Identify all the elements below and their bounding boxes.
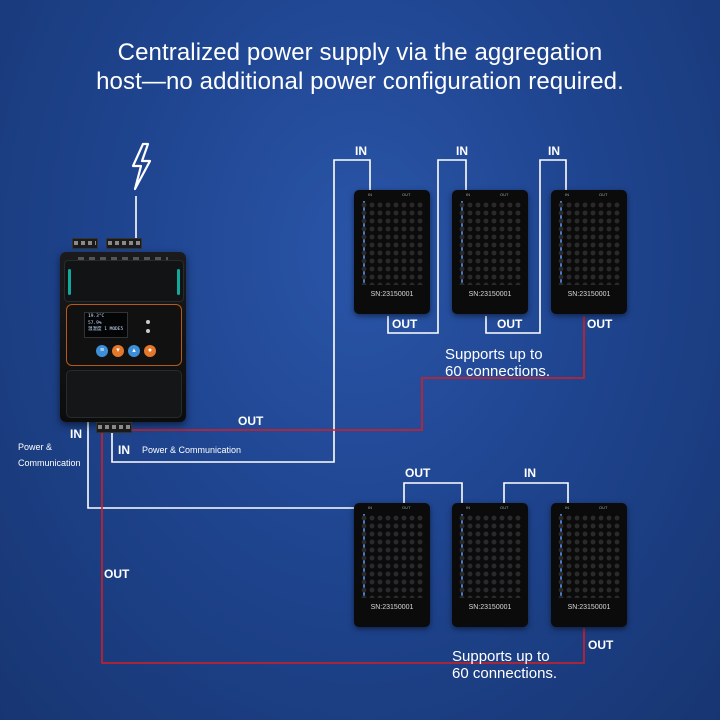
top-out-label-3: OUT xyxy=(587,317,613,331)
top-in-label-2: IN xyxy=(456,144,468,158)
sensor-vent-grid xyxy=(458,201,522,285)
bottom-branch-power-wire xyxy=(101,422,585,664)
sensor-bottom-2: IN OUT SN:23150001 xyxy=(452,503,528,627)
sensor-serial: SN:23150001 xyxy=(567,604,611,611)
branch-power-comm-label: Power & Communication xyxy=(142,445,242,455)
aggregation-host: 19.3°C 57.9% 温湿度 1 MODE5 ≡ ▾ ▴ ● xyxy=(60,252,186,422)
sensor-serial: SN:23150001 xyxy=(567,291,611,298)
bottom-link-2-3 xyxy=(503,482,569,504)
lightning-bolt-icon xyxy=(131,142,152,191)
lcd-temperature: 19.3°C xyxy=(88,314,105,319)
bottom-branch-signal-wire xyxy=(87,422,358,509)
host-top-terminal-left xyxy=(72,238,98,249)
host-out-label: OUT xyxy=(238,414,264,428)
host-lower-cover xyxy=(66,370,182,418)
bottom-link-1-2 xyxy=(403,482,463,504)
sensor-port-out-label: OUT xyxy=(402,192,411,197)
sensor-vent-grid xyxy=(458,514,522,598)
host-in-label: IN xyxy=(70,427,82,441)
bottom-out-label-3: OUT xyxy=(588,638,614,652)
top-in-label-1: IN xyxy=(355,144,367,158)
sensor-vent-grid xyxy=(557,201,621,285)
top-in-label-3: IN xyxy=(548,144,560,158)
confirm-button-icon[interactable]: ● xyxy=(144,345,156,357)
top-capacity-note: Supports up to 60 connections. xyxy=(445,346,550,380)
headline-line-2: host—no additional power configuration r… xyxy=(96,68,624,95)
bottom-capacity-note: Supports up to 60 connections. xyxy=(452,648,557,682)
bottom-note-line-2: 60 connections. xyxy=(452,665,558,682)
host-lcd-display: 19.3°C 57.9% 温湿度 1 MODE5 xyxy=(84,312,128,338)
sensor-port-in-label: IN xyxy=(565,192,569,197)
sensor-bottom-3: IN OUT SN:23150001 xyxy=(551,503,627,627)
lcd-mode: 温湿度 1 MODE5 xyxy=(88,327,124,332)
host-bottom-terminal xyxy=(96,422,132,433)
headline-line-1: Centralized power supply via the aggrega… xyxy=(117,39,603,66)
sensor-vent-grid xyxy=(557,514,621,598)
bottom-in-label-1: IN xyxy=(524,466,536,480)
sensor-vent-grid xyxy=(360,201,424,285)
sensor-vent-grid xyxy=(360,514,424,598)
headline: Centralized power supply via the aggrega… xyxy=(0,38,720,96)
sensor-port-out-label: OUT xyxy=(500,192,509,197)
up-button-icon[interactable]: ▴ xyxy=(128,345,140,357)
down-button-icon[interactable]: ▾ xyxy=(112,345,124,357)
sensor-serial: SN:23150001 xyxy=(370,291,414,298)
status-led-2 xyxy=(146,329,150,333)
lcd-humidity: 57.9% xyxy=(88,320,102,326)
sensor-port-in-label: IN xyxy=(368,505,372,510)
sensor-serial: SN:23150001 xyxy=(468,604,512,611)
sensor-port-in-label: IN xyxy=(565,505,569,510)
sensor-top-3: IN OUT SN:23150001 xyxy=(551,190,627,314)
sensor-port-out-label: OUT xyxy=(402,505,411,510)
bottom-out-label-1: OUT xyxy=(405,466,431,480)
host-top-terminal-right xyxy=(106,238,142,249)
sensor-top-2: IN OUT SN:23150001 xyxy=(452,190,528,314)
bottom-note-line-1: Supports up to xyxy=(452,648,550,665)
sensor-port-out-label: OUT xyxy=(500,505,509,510)
top-link-1-2 xyxy=(387,159,467,334)
sensor-serial: SN:23150001 xyxy=(468,291,512,298)
top-out-label-2: OUT xyxy=(497,317,523,331)
top-out-label-1: OUT xyxy=(392,317,418,331)
status-led-1 xyxy=(146,320,150,324)
sensor-port-out-label: OUT xyxy=(599,192,608,197)
sensor-port-in-label: IN xyxy=(368,192,372,197)
top-branch-signal-wire xyxy=(111,159,371,463)
host-top-rail xyxy=(64,260,184,302)
left-out-label: OUT xyxy=(104,567,130,581)
sensor-port-in-label: IN xyxy=(466,192,470,197)
left-power-label: Power & xyxy=(18,442,53,452)
left-communication-label: Communication xyxy=(18,458,81,468)
top-note-line-2: 60 connections. xyxy=(445,363,551,380)
top-note-line-1: Supports up to xyxy=(445,346,543,363)
sensor-serial: SN:23150001 xyxy=(370,604,414,611)
host-led-strip xyxy=(78,257,168,260)
sensor-port-out-label: OUT xyxy=(599,505,608,510)
top-link-2-3 xyxy=(485,159,567,334)
sensor-top-1: IN OUT SN:23150001 xyxy=(354,190,430,314)
sensor-bottom-1: IN OUT SN:23150001 xyxy=(354,503,430,627)
menu-button-icon[interactable]: ≡ xyxy=(96,345,108,357)
sensor-port-in-label: IN xyxy=(466,505,470,510)
branch-in-label: IN xyxy=(118,443,130,457)
